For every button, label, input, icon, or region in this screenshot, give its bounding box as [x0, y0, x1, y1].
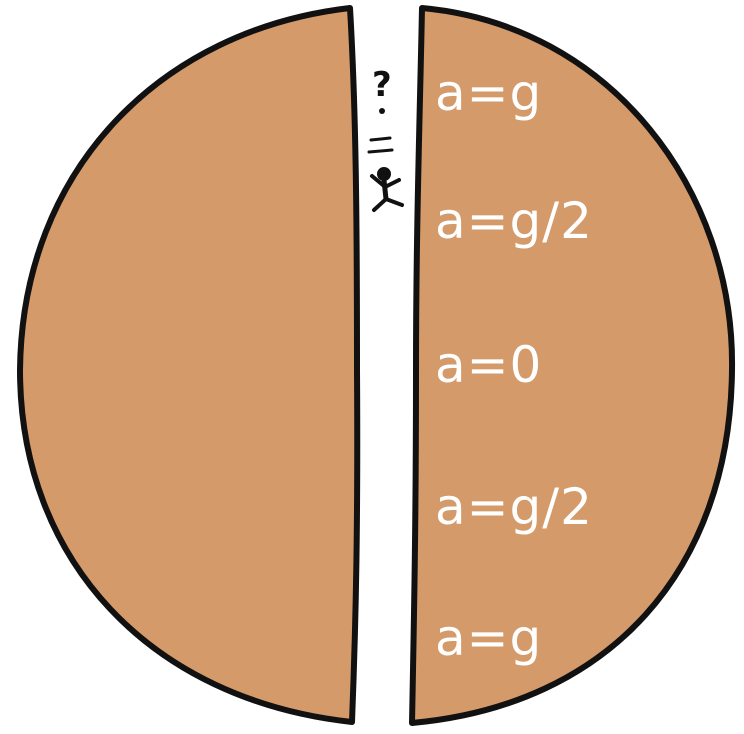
acceleration-label: a=g — [435, 609, 542, 667]
planet-right-half — [409, 5, 736, 726]
acceleration-label: a=g/2 — [435, 478, 593, 536]
question-mark: ? — [372, 65, 392, 105]
question-dot — [379, 108, 385, 114]
acceleration-label: a=g — [435, 64, 542, 122]
acceleration-label: a=g/2 — [435, 192, 593, 250]
planet-left-half — [17, 5, 361, 725]
falling-person-icon — [367, 136, 404, 212]
acceleration-label: a=0 — [435, 336, 542, 394]
